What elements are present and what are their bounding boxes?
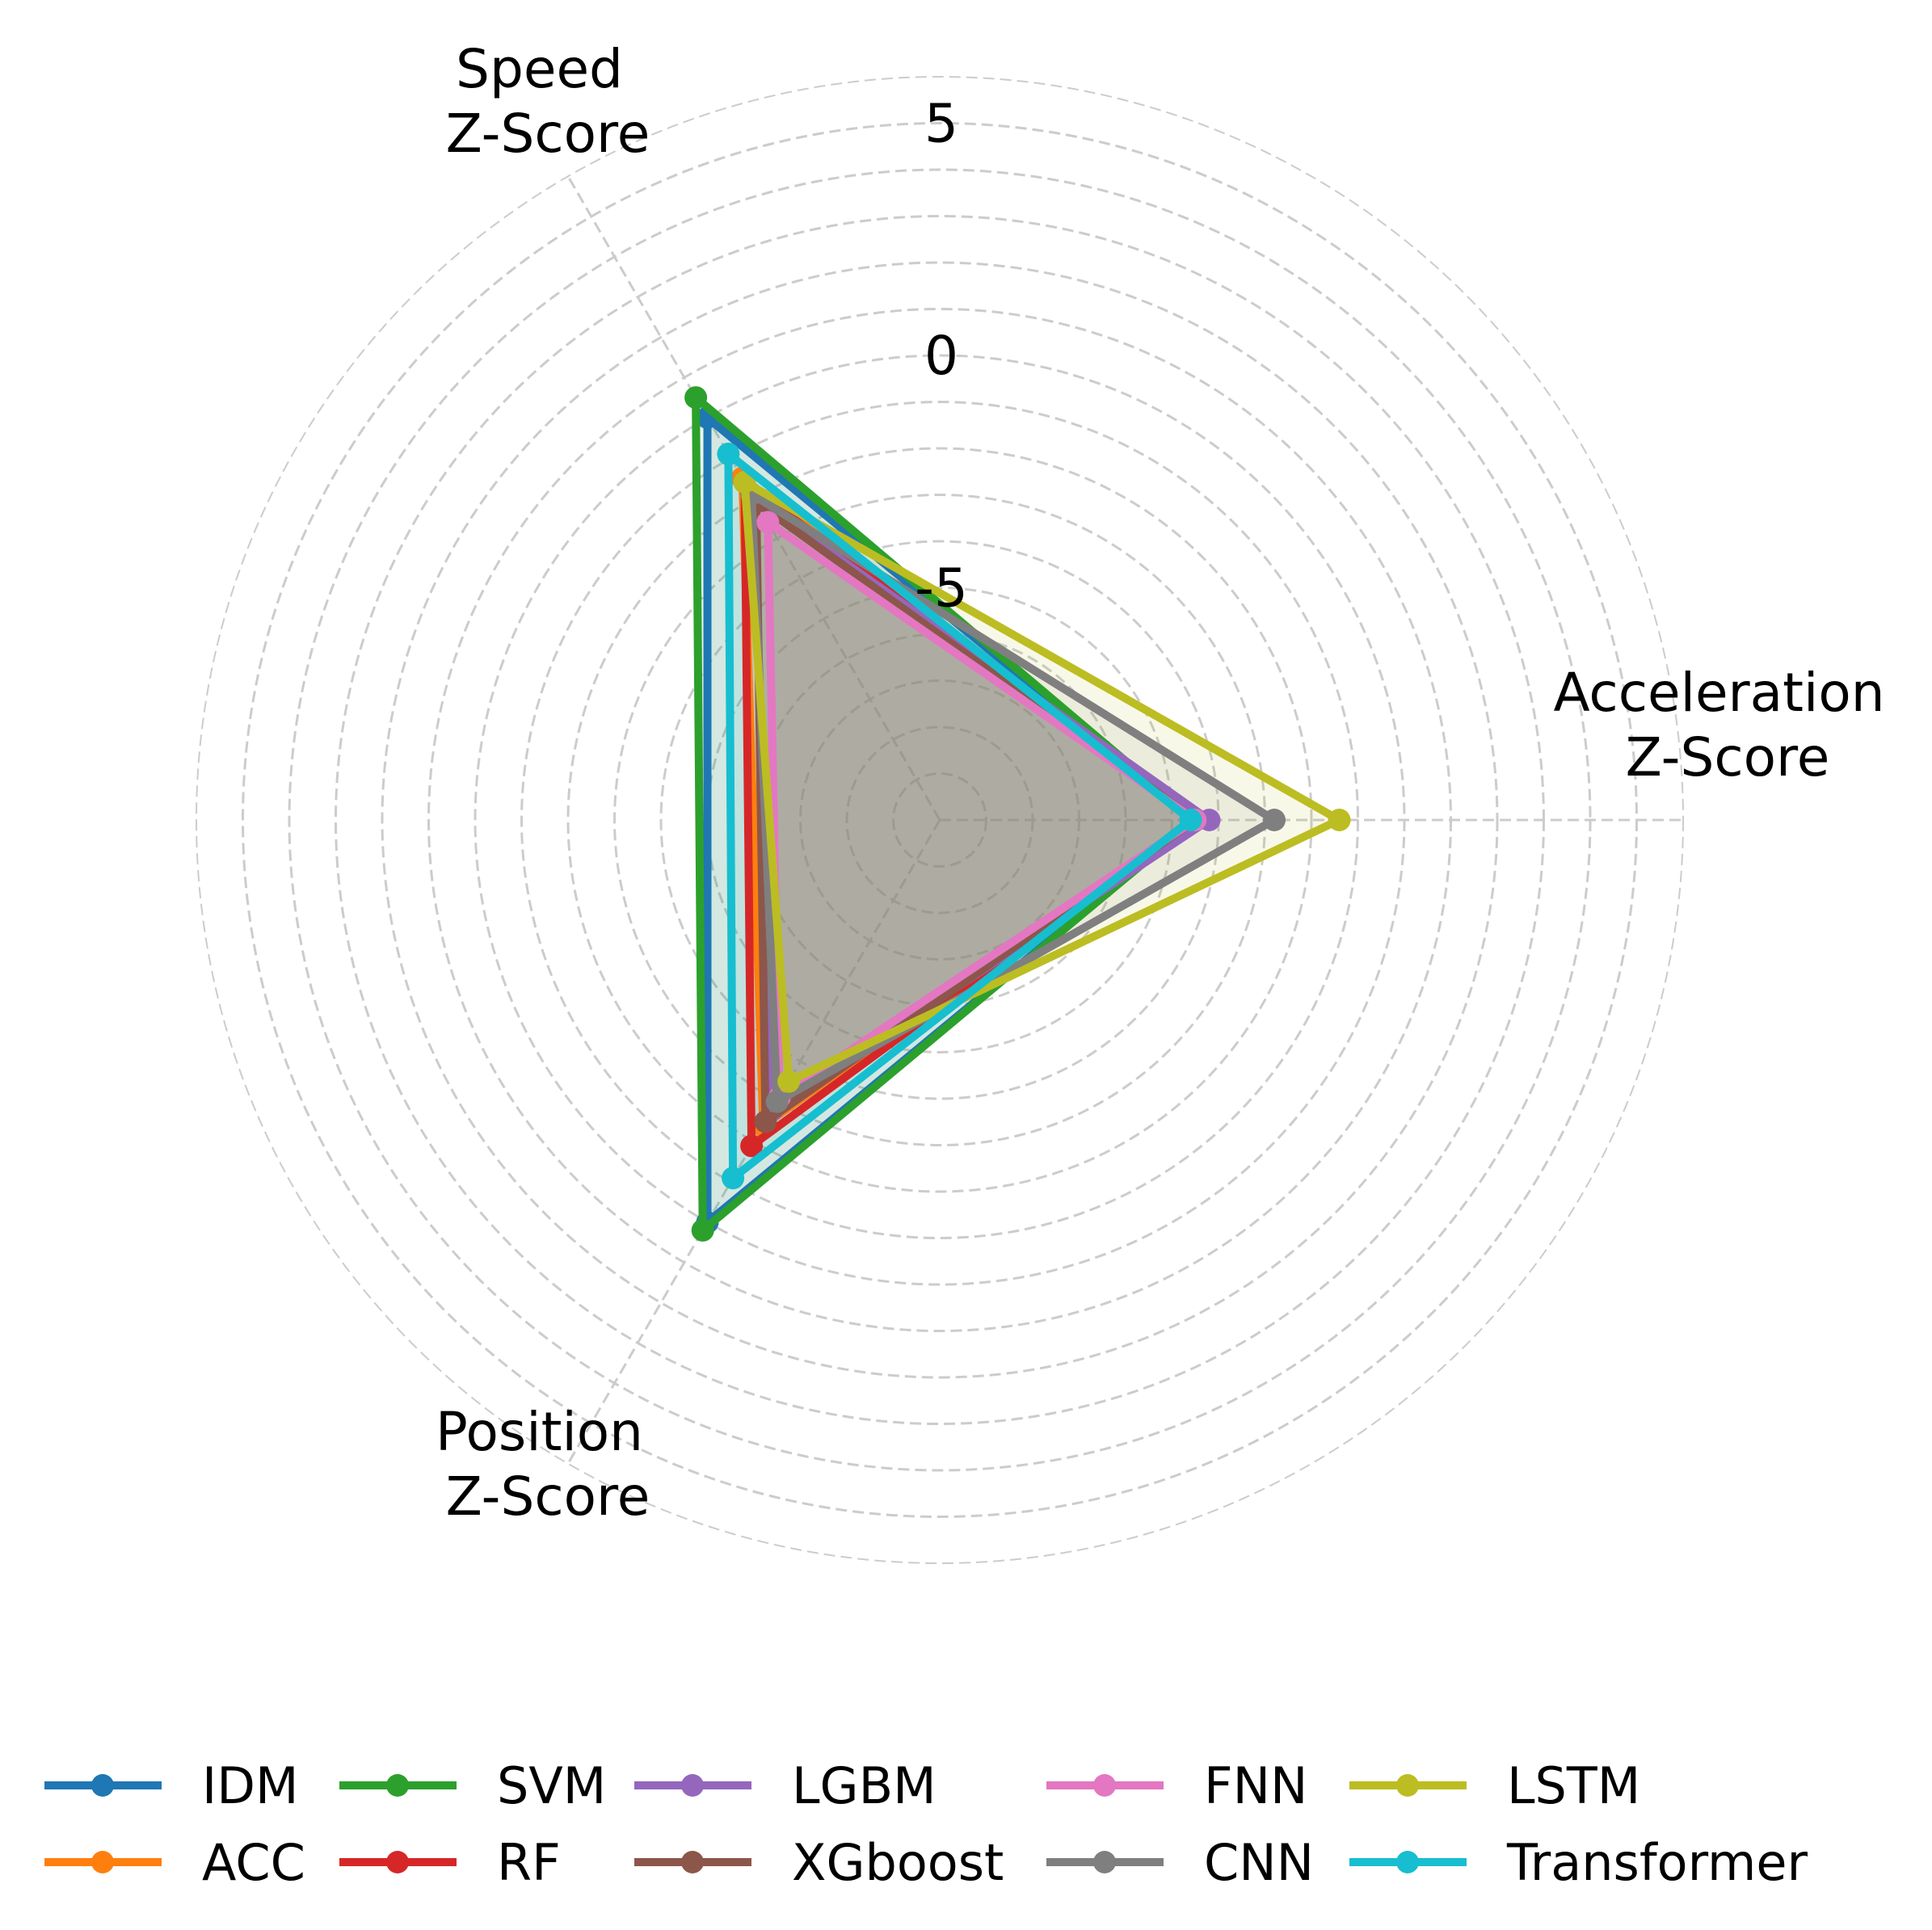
axis-label-position: Position Z-Score [436,1401,660,1528]
legend-label: RF [497,1833,561,1892]
legend-swatch-marker [681,1774,704,1797]
series-point [717,442,740,465]
legend-swatch-marker [386,1851,409,1873]
legend-swatch [1349,1851,1467,1873]
radar-grid-ring [381,261,1499,1379]
legend-item[interactable]: LSTM [1349,1756,1640,1815]
series-point [691,1218,714,1242]
legend-label: CNN [1204,1833,1314,1892]
series-point [754,1110,777,1133]
legend-item[interactable]: XGboost [634,1833,1004,1892]
series-lines [684,386,1351,1242]
series-point [722,1167,745,1190]
legend-item[interactable]: SVM [339,1756,606,1815]
axis-labels: Acceleration Z-Score Speed Z-Score Posit… [436,38,1901,1528]
series-point [756,511,780,534]
series-point [684,386,708,410]
legend-item[interactable]: CNN [1046,1833,1314,1892]
radial-tick-labels: -5 0 5 [915,93,968,620]
legend-label: LSTM [1507,1756,1640,1815]
axis-label-acceleration: Acceleration Z-Score [1553,662,1901,788]
legend-swatch [339,1851,457,1873]
radial-tick-label: 5 [924,93,958,155]
legend-item[interactable]: FNN [1046,1756,1307,1815]
radar-grid-ring [566,447,1313,1193]
legend-item[interactable]: ACC [44,1833,305,1892]
series-fill [751,494,1274,1102]
legend-swatch-marker [681,1851,704,1873]
legend-swatch-marker [1093,1774,1116,1797]
legend-swatch [44,1774,162,1797]
series-fill [744,481,1196,1146]
series-fill [728,453,1191,1179]
legend-item[interactable]: RF [339,1833,561,1892]
series-fill [707,418,1196,1222]
series-point [765,1090,789,1113]
series-line [724,449,1195,1183]
series-fill [754,498,1210,1110]
radar-grid-ring [706,587,1173,1053]
axis-label-speed: Speed Z-Score [446,38,650,165]
series-fill [768,522,1196,1098]
legend-label: XGboost [792,1833,1004,1892]
legend-item[interactable]: IDM [44,1756,299,1815]
series-fill [756,502,1196,1122]
legend-label: LGBM [792,1756,937,1815]
series-point [1328,809,1351,831]
legend-swatch-marker [1093,1851,1116,1873]
series-point [1179,809,1202,831]
legend-item[interactable]: Transformer [1349,1833,1808,1892]
series-point [740,1134,764,1158]
radar-outer-ring [196,76,1684,1564]
legend-swatch-marker [386,1774,409,1797]
legend-label: Transformer [1506,1833,1808,1892]
legend-label: FNN [1204,1756,1307,1815]
legend: IDM ACC SVM RF LGBM XGboost FNN CNN LSTM… [44,1756,1808,1892]
series-fill [744,481,1340,1082]
legend-swatch [634,1774,751,1797]
radial-tick-label: 0 [924,325,958,387]
legend-swatch [634,1851,751,1873]
legend-item[interactable]: LGBM [634,1756,937,1815]
legend-swatch-marker [91,1774,114,1797]
series-line [764,518,1200,1102]
legend-swatch-marker [1396,1774,1419,1797]
series-point [777,1070,801,1093]
legend-swatch [1046,1851,1164,1873]
legend-label: IDM [202,1756,299,1815]
series-point [1263,809,1286,831]
series-line [692,393,1200,1234]
radial-tick-label: -5 [915,557,968,620]
radar-spoke [566,175,941,821]
legend-swatch-marker [91,1851,114,1873]
legend-swatch [44,1851,162,1873]
legend-swatch [1046,1774,1164,1797]
series-line [740,477,1344,1086]
legend-swatch [1349,1774,1467,1797]
series-fill [696,397,1196,1230]
legend-label: SVM [497,1756,606,1815]
legend-label: ACC [202,1833,305,1892]
legend-swatch [339,1774,457,1797]
series-fills [696,397,1340,1230]
legend-swatch-marker [1396,1851,1419,1873]
series-fill [742,477,1196,1126]
radar-spoke [566,819,941,1465]
radar-grid-ring [892,772,987,868]
